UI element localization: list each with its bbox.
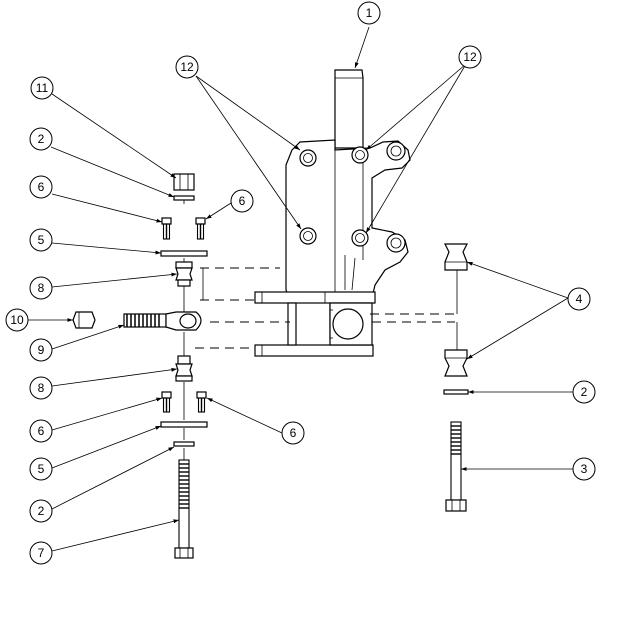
washer [443, 389, 469, 395]
hex-nut [173, 173, 195, 191]
callout-label: 4 [576, 292, 583, 306]
callout-8: 8 [29, 376, 53, 400]
callout-label: 7 [38, 546, 45, 560]
hex-bolt [174, 459, 194, 559]
callout-label: 6 [290, 426, 297, 440]
socket-screw [161, 391, 172, 413]
bracket-hole [386, 233, 406, 253]
assembly-center-lines [183, 198, 458, 460]
callout-label: 8 [38, 281, 45, 295]
callout-label: 6 [38, 180, 45, 194]
callout-label: 12 [463, 50, 477, 64]
main-bracket [254, 69, 411, 357]
callout-3: 3 [572, 457, 596, 481]
mounting-plate [160, 421, 208, 428]
callout-12-right: 12 [458, 45, 482, 69]
jam-nut [72, 311, 96, 329]
callout-label: 1 [366, 6, 373, 20]
callout-8: 8 [29, 276, 53, 300]
spacer [444, 349, 468, 377]
callout-label: 3 [581, 462, 588, 476]
callout-label: 6 [239, 194, 246, 208]
bushing [175, 355, 193, 382]
spacer [444, 243, 468, 271]
callout-label: 10 [10, 313, 24, 327]
callout-10: 10 [5, 308, 29, 332]
callout-2: 2 [29, 499, 53, 523]
washer [173, 441, 195, 447]
bracket-hole [351, 146, 369, 164]
callout-7: 7 [29, 541, 53, 565]
callout-label: 9 [38, 343, 45, 357]
callout-11: 11 [30, 76, 54, 100]
bushing [175, 261, 193, 287]
socket-screw [195, 217, 206, 240]
callout-label: 2 [38, 504, 45, 518]
bracket-hole [386, 141, 406, 161]
callout-label: 5 [38, 233, 45, 247]
hex-bolt [445, 421, 467, 512]
callout-label: 2 [38, 132, 45, 146]
socket-screw [196, 391, 207, 413]
callout-2: 2 [29, 127, 53, 151]
callout-1: 1 [357, 1, 381, 25]
callout-label: 6 [38, 424, 45, 438]
callout-4: 4 [567, 287, 591, 311]
socket-screw [161, 217, 172, 240]
callout-label: 11 [36, 81, 49, 95]
callout-6: 6 [230, 189, 254, 213]
callout-9: 9 [29, 338, 53, 362]
bracket-hole [299, 227, 317, 245]
callout-5: 5 [29, 228, 53, 252]
callout-2: 2 [572, 380, 596, 404]
callout-6: 6 [29, 175, 53, 199]
callout-12-left: 12 [175, 55, 199, 79]
bracket-hole [351, 229, 369, 247]
callout-6: 6 [281, 421, 305, 445]
leader-lines [28, 26, 573, 552]
callout-6: 6 [29, 419, 53, 443]
bracket-hole [299, 149, 317, 167]
callout-label: 8 [38, 381, 45, 395]
rod-end [123, 311, 202, 331]
mounting-plate [160, 250, 208, 257]
callout-label: 2 [581, 385, 588, 399]
callout-5: 5 [29, 457, 53, 481]
callout-label: 5 [38, 462, 45, 476]
callout-label: 12 [180, 60, 194, 74]
washer [173, 195, 195, 201]
